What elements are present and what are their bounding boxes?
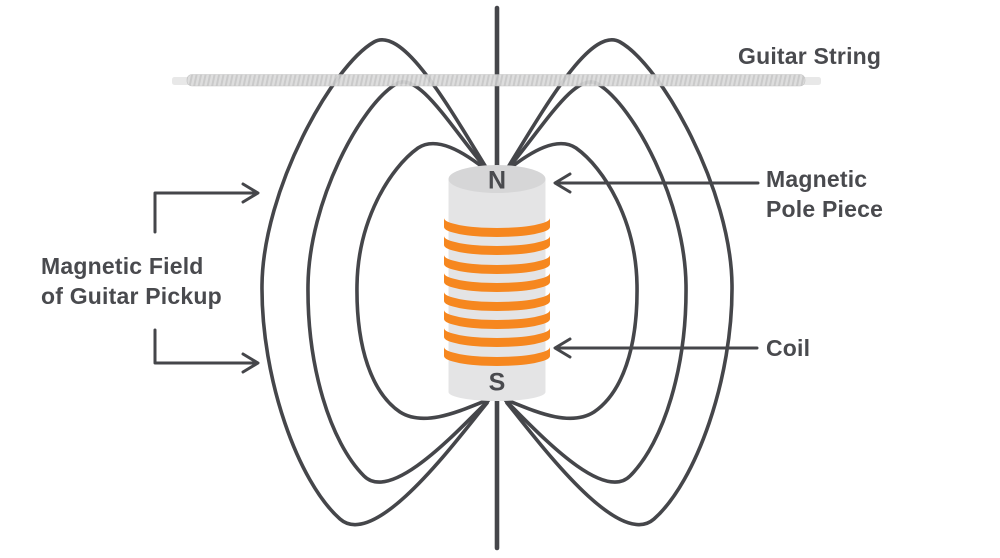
coil-arrow (553, 337, 759, 359)
coil-label: Coil (766, 335, 811, 361)
coil-ring (444, 273, 550, 292)
field-label-line1: Magnetic Field (41, 253, 204, 279)
string-end-tab-right (801, 77, 821, 85)
field-line-outer-right (505, 38, 734, 527)
guitar-string (186, 74, 806, 87)
pole-piece-label-line1: Magnetic (766, 166, 868, 192)
field-label: Magnetic Field of Guitar Pickup (41, 251, 222, 311)
coil-ring (444, 236, 550, 255)
arrows-group (153, 172, 760, 374)
north-pole-label: N (487, 166, 507, 195)
coil-ring (444, 310, 550, 329)
south-pole-label: S (488, 368, 506, 397)
pole-piece-arrow (553, 172, 760, 194)
field-line-inner-left (355, 141, 492, 421)
pole-piece-label-line2: Pole Piece (766, 196, 884, 222)
magnet-top-face (448, 165, 546, 193)
field-label-line2: of Guitar Pickup (41, 283, 222, 309)
pole-piece-label: Magnetic Pole Piece (766, 164, 883, 224)
coil-ring (444, 292, 550, 311)
coil-ring (444, 347, 550, 366)
guitar-string-label: Guitar String (738, 43, 882, 69)
field-bracket-top-arrow (153, 182, 260, 234)
guitar-string-group (172, 74, 821, 87)
coil-ring (444, 255, 550, 274)
field-line-inner-right (502, 141, 639, 421)
field-line-outer-left (260, 38, 489, 527)
field-bracket-bottom-arrow (153, 328, 260, 374)
coil-ring (444, 218, 550, 237)
coil-ring (444, 328, 550, 347)
coil-group (444, 218, 550, 366)
